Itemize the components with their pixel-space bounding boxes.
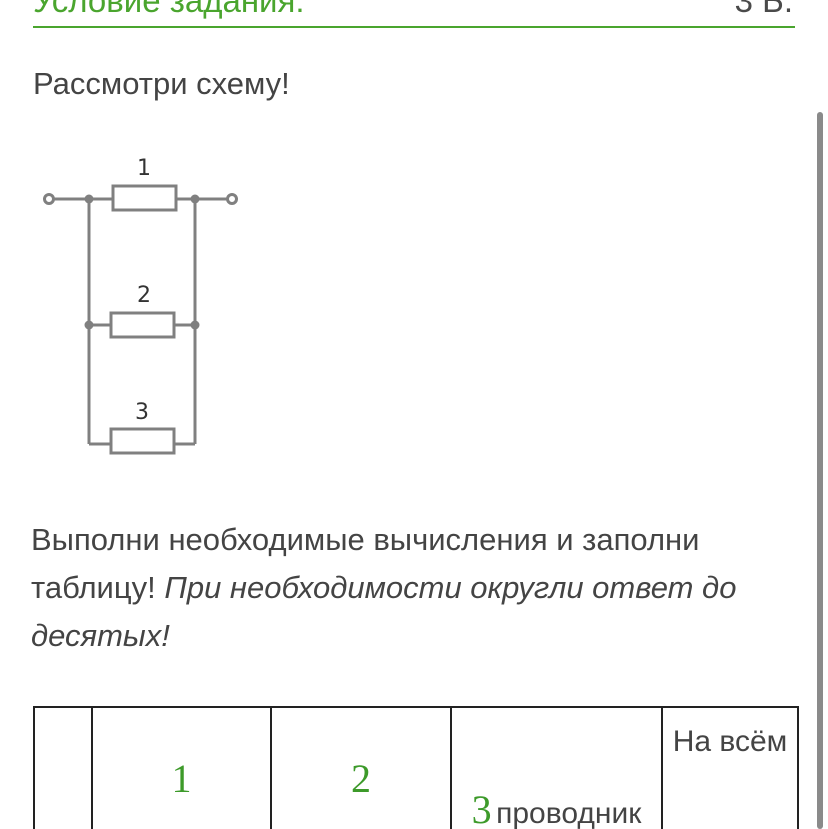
task-condition-title: Условие задания: [33,0,305,19]
resistor-3 [109,427,176,455]
column-label: На всём [672,725,788,758]
task-points: 3 Б. [734,0,793,19]
header-divider [33,26,795,28]
intro-text: Рассмотри схему! [33,66,290,101]
table-header-cell-empty [33,706,93,829]
table-header-row: 1 2 3 проводник На всём [33,706,799,829]
answer-table: 1 2 3 проводник На всём [33,706,799,829]
junction-node [190,194,200,204]
column-number: 2 [351,755,371,801]
junction-node [84,320,94,330]
resistor-label-3: 3 [135,400,149,425]
terminal-left [43,193,55,205]
scrollbar[interactable] [817,112,823,829]
column-number: 1 [171,755,192,801]
circuit-diagram: 1 2 3 [43,156,238,455]
resistor-2 [109,311,176,339]
table-header-cell-2: 2 [270,706,452,829]
table-header-cell-total: На всём [661,706,799,829]
task-text: Выполни необходимые вычисления и заполни… [31,516,791,660]
terminal-right [226,193,238,205]
column-number: 3 [471,787,492,829]
column-label: проводник [496,797,642,829]
task-instruction: Выполни необходимые вычисления и заполни… [31,522,700,605]
table-header-cell-1: 1 [91,706,272,829]
resistor-label-2: 2 [137,283,151,308]
resistor-label-1: 1 [137,156,151,181]
table-header-cell-3: 3 проводник [450,706,663,829]
task-hint: При необходимости округли ответ до десят… [31,570,737,653]
resistor-1 [111,184,178,212]
junction-node [84,194,94,204]
junction-node [190,320,200,330]
